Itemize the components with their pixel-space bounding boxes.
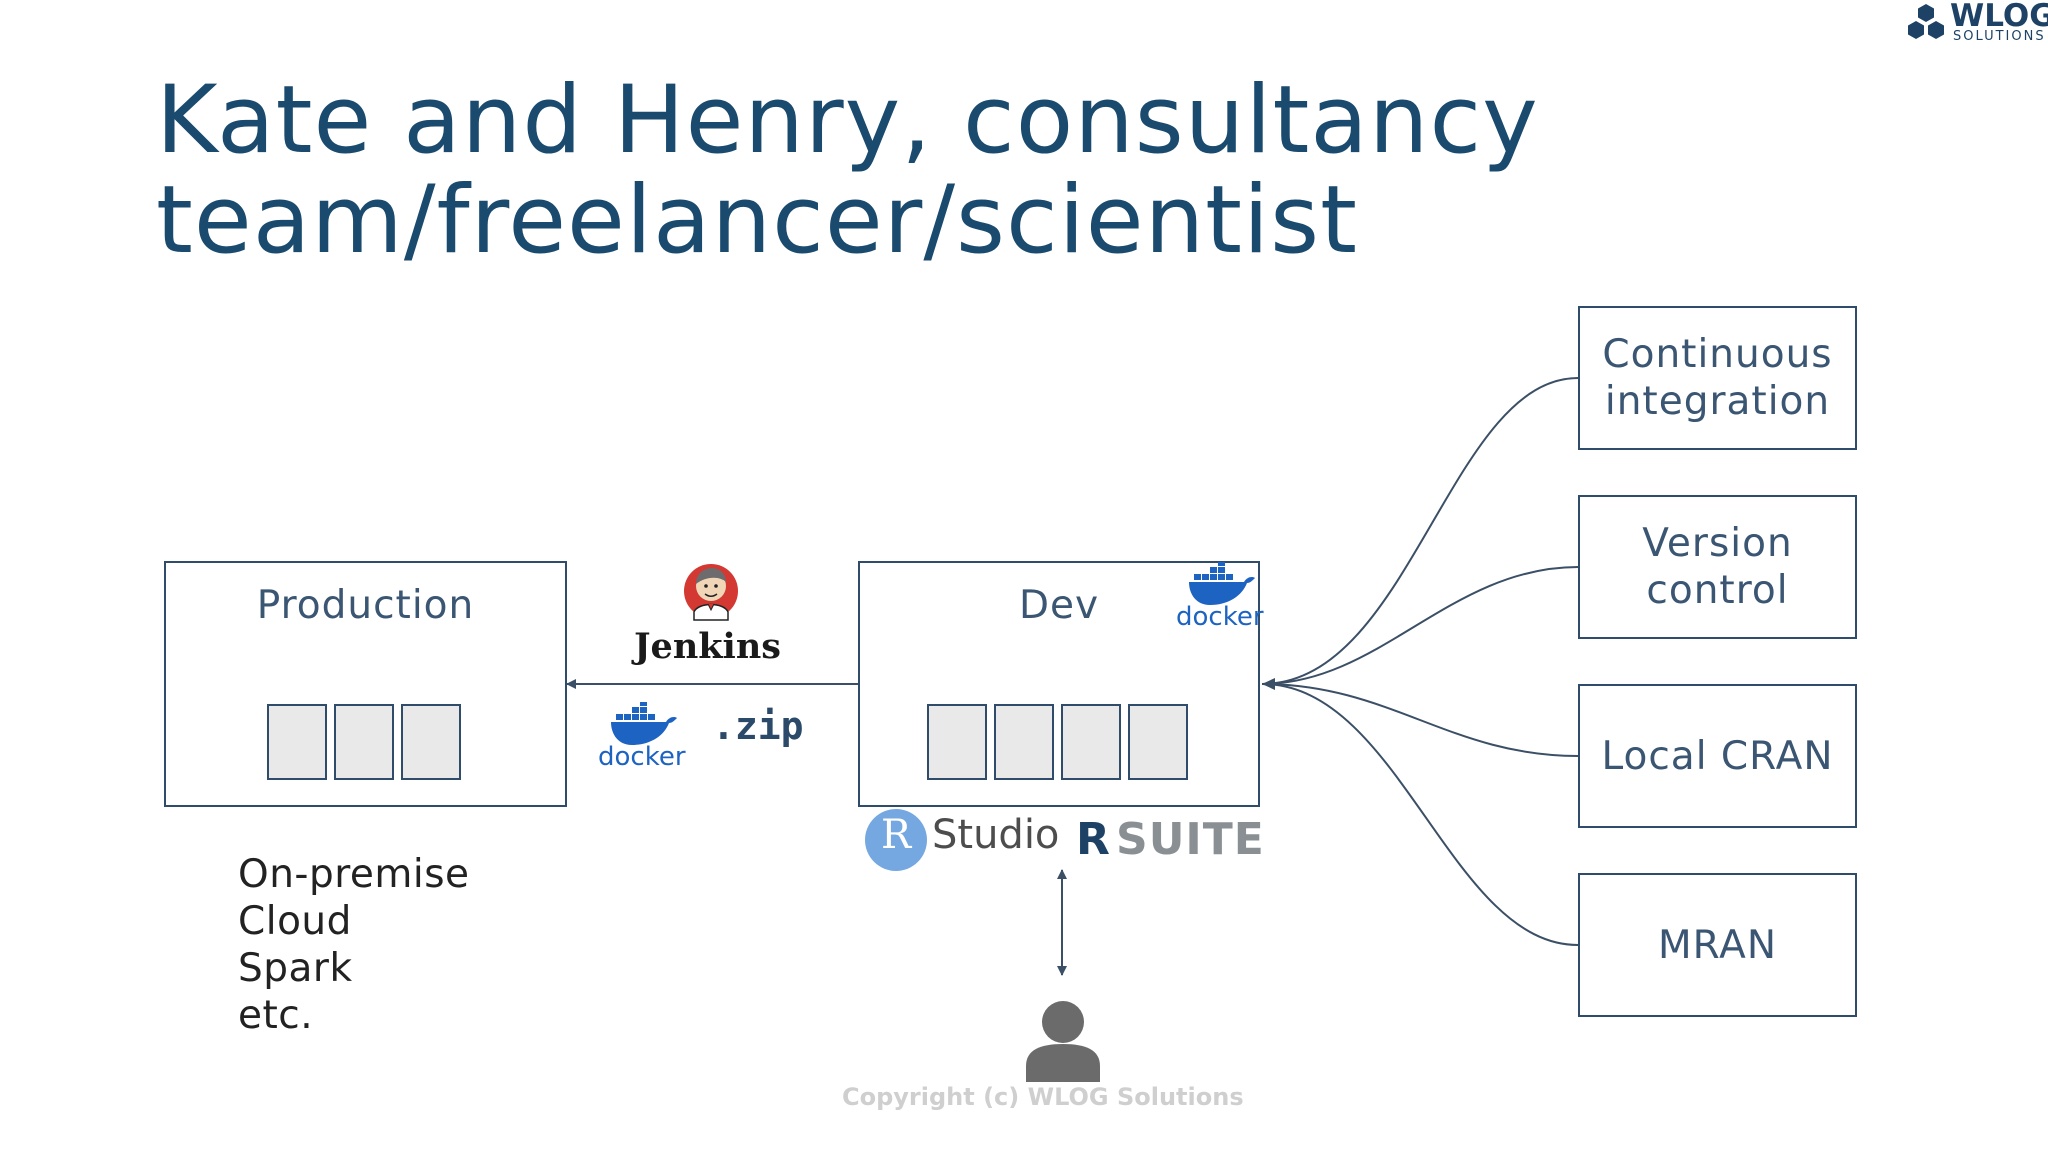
rstudio-r-letter: R <box>880 812 912 858</box>
copyright-text: Copyright (c) WLOG Solutions <box>842 1083 1244 1111</box>
env-item: On-premise <box>238 852 470 897</box>
logo-sub: SOLUTIONS <box>1953 29 2046 44</box>
rsuite-r-letter: R <box>1076 814 1110 865</box>
ci-connector <box>1261 377 1579 685</box>
user-icon <box>1026 1001 1100 1082</box>
docker-artifact-text: docker <box>598 742 686 772</box>
jenkins-butler-icon <box>684 564 738 621</box>
docker-whale-icon <box>611 702 677 745</box>
package-slot <box>1128 704 1188 780</box>
package-slot <box>1061 704 1121 780</box>
docker-whale-icon <box>1189 562 1255 605</box>
env-item: Spark <box>238 946 353 991</box>
env-item: Cloud <box>238 899 352 944</box>
ci-box: Continuous integration <box>1578 306 1857 450</box>
package-slot <box>401 704 461 780</box>
package-slot <box>267 704 327 780</box>
slide-title-line-1: Kate and Henry, consultancy <box>156 66 1539 175</box>
hexagon-cluster-icon <box>1908 4 1944 39</box>
version-control-label: Version control <box>1642 521 1793 613</box>
dev-label: Dev <box>1018 583 1100 628</box>
mran-connector <box>1261 683 1579 946</box>
production-label: Production <box>256 583 475 628</box>
ci-label: Continuous integration <box>1602 332 1833 424</box>
rstudio-r-icon <box>865 809 927 871</box>
local-cran-label: Local CRAN <box>1601 733 1834 779</box>
dev-docker-text: docker <box>1176 602 1264 632</box>
zip-artifact: .zip <box>712 704 804 748</box>
version-control-box: Version control <box>1578 495 1857 639</box>
local-cran-box: Local CRAN <box>1578 684 1857 828</box>
slide-title-line-2: team/freelancer/scientist <box>156 166 1358 275</box>
jenkins-label: Jenkins <box>634 626 781 667</box>
logo-name: WLOG <box>1950 0 2048 34</box>
package-slot <box>334 704 394 780</box>
rstudio-text: Studio <box>932 812 1060 858</box>
cran-connector <box>1261 683 1579 757</box>
vcs-connector <box>1261 566 1579 685</box>
rsuite-text: SUITE <box>1116 814 1265 865</box>
mran-label: MRAN <box>1657 922 1778 968</box>
production-box: Production <box>164 561 567 807</box>
mran-box: MRAN <box>1578 873 1857 1017</box>
dev-box: Dev <box>858 561 1260 807</box>
env-item: etc. <box>238 993 314 1038</box>
package-slot <box>927 704 987 780</box>
package-slot <box>994 704 1054 780</box>
dev-inbound-arrowhead <box>1262 678 1275 690</box>
